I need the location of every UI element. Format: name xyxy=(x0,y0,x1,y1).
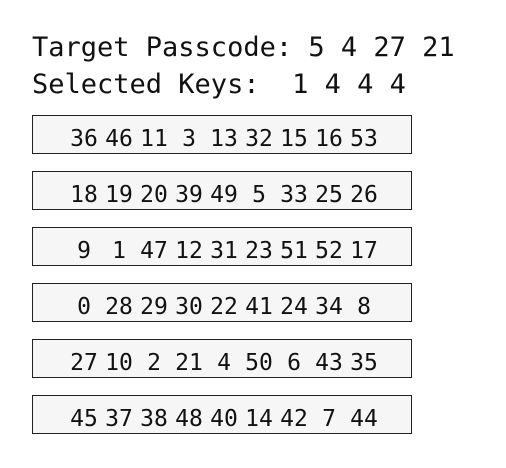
key-29[interactable]: 29 xyxy=(140,294,168,320)
key-6[interactable]: 6 xyxy=(287,350,301,376)
keypad-row-2: 18 19 20 39 49 5 33 25 26 xyxy=(32,171,412,210)
key-10[interactable]: 10 xyxy=(105,350,133,376)
keypad-row-1: 36 46 11 3 13 32 15 16 53 xyxy=(32,115,412,154)
key-34[interactable]: 34 xyxy=(315,294,343,320)
key-23[interactable]: 23 xyxy=(245,238,273,264)
key-20[interactable]: 20 xyxy=(140,182,168,208)
key-41[interactable]: 41 xyxy=(245,294,273,320)
target-passcode-label: Target Passcode: xyxy=(32,32,293,63)
key-2[interactable]: 2 xyxy=(147,350,161,376)
key-3[interactable]: 3 xyxy=(182,126,196,152)
key-33[interactable]: 33 xyxy=(280,182,308,208)
selected-keys-value: 1 4 4 4 xyxy=(292,69,406,100)
key-0[interactable]: 0 xyxy=(77,294,91,320)
key-35[interactable]: 35 xyxy=(350,350,378,376)
key-31[interactable]: 31 xyxy=(210,238,238,264)
key-42[interactable]: 42 xyxy=(280,406,308,432)
key-16[interactable]: 16 xyxy=(315,126,343,152)
target-passcode-value: 5 4 27 21 xyxy=(308,32,455,63)
keypad-row-4: 0 28 29 30 22 41 24 34 8 xyxy=(32,283,412,322)
key-24[interactable]: 24 xyxy=(280,294,308,320)
key-40[interactable]: 40 xyxy=(210,406,238,432)
key-45[interactable]: 45 xyxy=(70,406,98,432)
key-4[interactable]: 4 xyxy=(217,350,231,376)
key-12[interactable]: 12 xyxy=(175,238,203,264)
key-15[interactable]: 15 xyxy=(280,126,308,152)
key-1[interactable]: 1 xyxy=(112,238,126,264)
key-13[interactable]: 13 xyxy=(210,126,238,152)
key-48[interactable]: 48 xyxy=(175,406,203,432)
key-9[interactable]: 9 xyxy=(77,238,91,264)
key-21[interactable]: 21 xyxy=(175,350,203,376)
keypad-row-6: 45 37 38 48 40 14 42 7 44 xyxy=(32,395,412,434)
key-22[interactable]: 22 xyxy=(210,294,238,320)
keypad-row-5: 27 10 2 21 4 50 6 43 35 xyxy=(32,339,412,378)
key-14[interactable]: 14 xyxy=(245,406,273,432)
selected-keys-line: Selected Keys: 1 4 4 4 xyxy=(32,69,406,101)
key-17[interactable]: 17 xyxy=(350,238,378,264)
key-36[interactable]: 36 xyxy=(70,126,98,152)
key-18[interactable]: 18 xyxy=(70,182,98,208)
key-27[interactable]: 27 xyxy=(70,350,98,376)
key-50[interactable]: 50 xyxy=(245,350,273,376)
key-5[interactable]: 5 xyxy=(252,182,266,208)
key-7[interactable]: 7 xyxy=(322,406,336,432)
key-30[interactable]: 30 xyxy=(175,294,203,320)
key-38[interactable]: 38 xyxy=(140,406,168,432)
key-47[interactable]: 47 xyxy=(140,238,168,264)
key-43[interactable]: 43 xyxy=(315,350,343,376)
key-46[interactable]: 46 xyxy=(105,126,133,152)
key-26[interactable]: 26 xyxy=(350,182,378,208)
key-28[interactable]: 28 xyxy=(105,294,133,320)
key-52[interactable]: 52 xyxy=(315,238,343,264)
key-25[interactable]: 25 xyxy=(315,182,343,208)
key-53[interactable]: 53 xyxy=(350,126,378,152)
key-39[interactable]: 39 xyxy=(175,182,203,208)
key-51[interactable]: 51 xyxy=(280,238,308,264)
key-49[interactable]: 49 xyxy=(210,182,238,208)
key-32[interactable]: 32 xyxy=(245,126,273,152)
target-passcode-line: Target Passcode: 5 4 27 21 xyxy=(32,32,455,64)
selected-keys-label: Selected Keys: xyxy=(32,69,260,100)
key-11[interactable]: 11 xyxy=(140,126,168,152)
key-8[interactable]: 8 xyxy=(357,294,371,320)
key-44[interactable]: 44 xyxy=(350,406,378,432)
key-37[interactable]: 37 xyxy=(105,406,133,432)
key-19[interactable]: 19 xyxy=(105,182,133,208)
